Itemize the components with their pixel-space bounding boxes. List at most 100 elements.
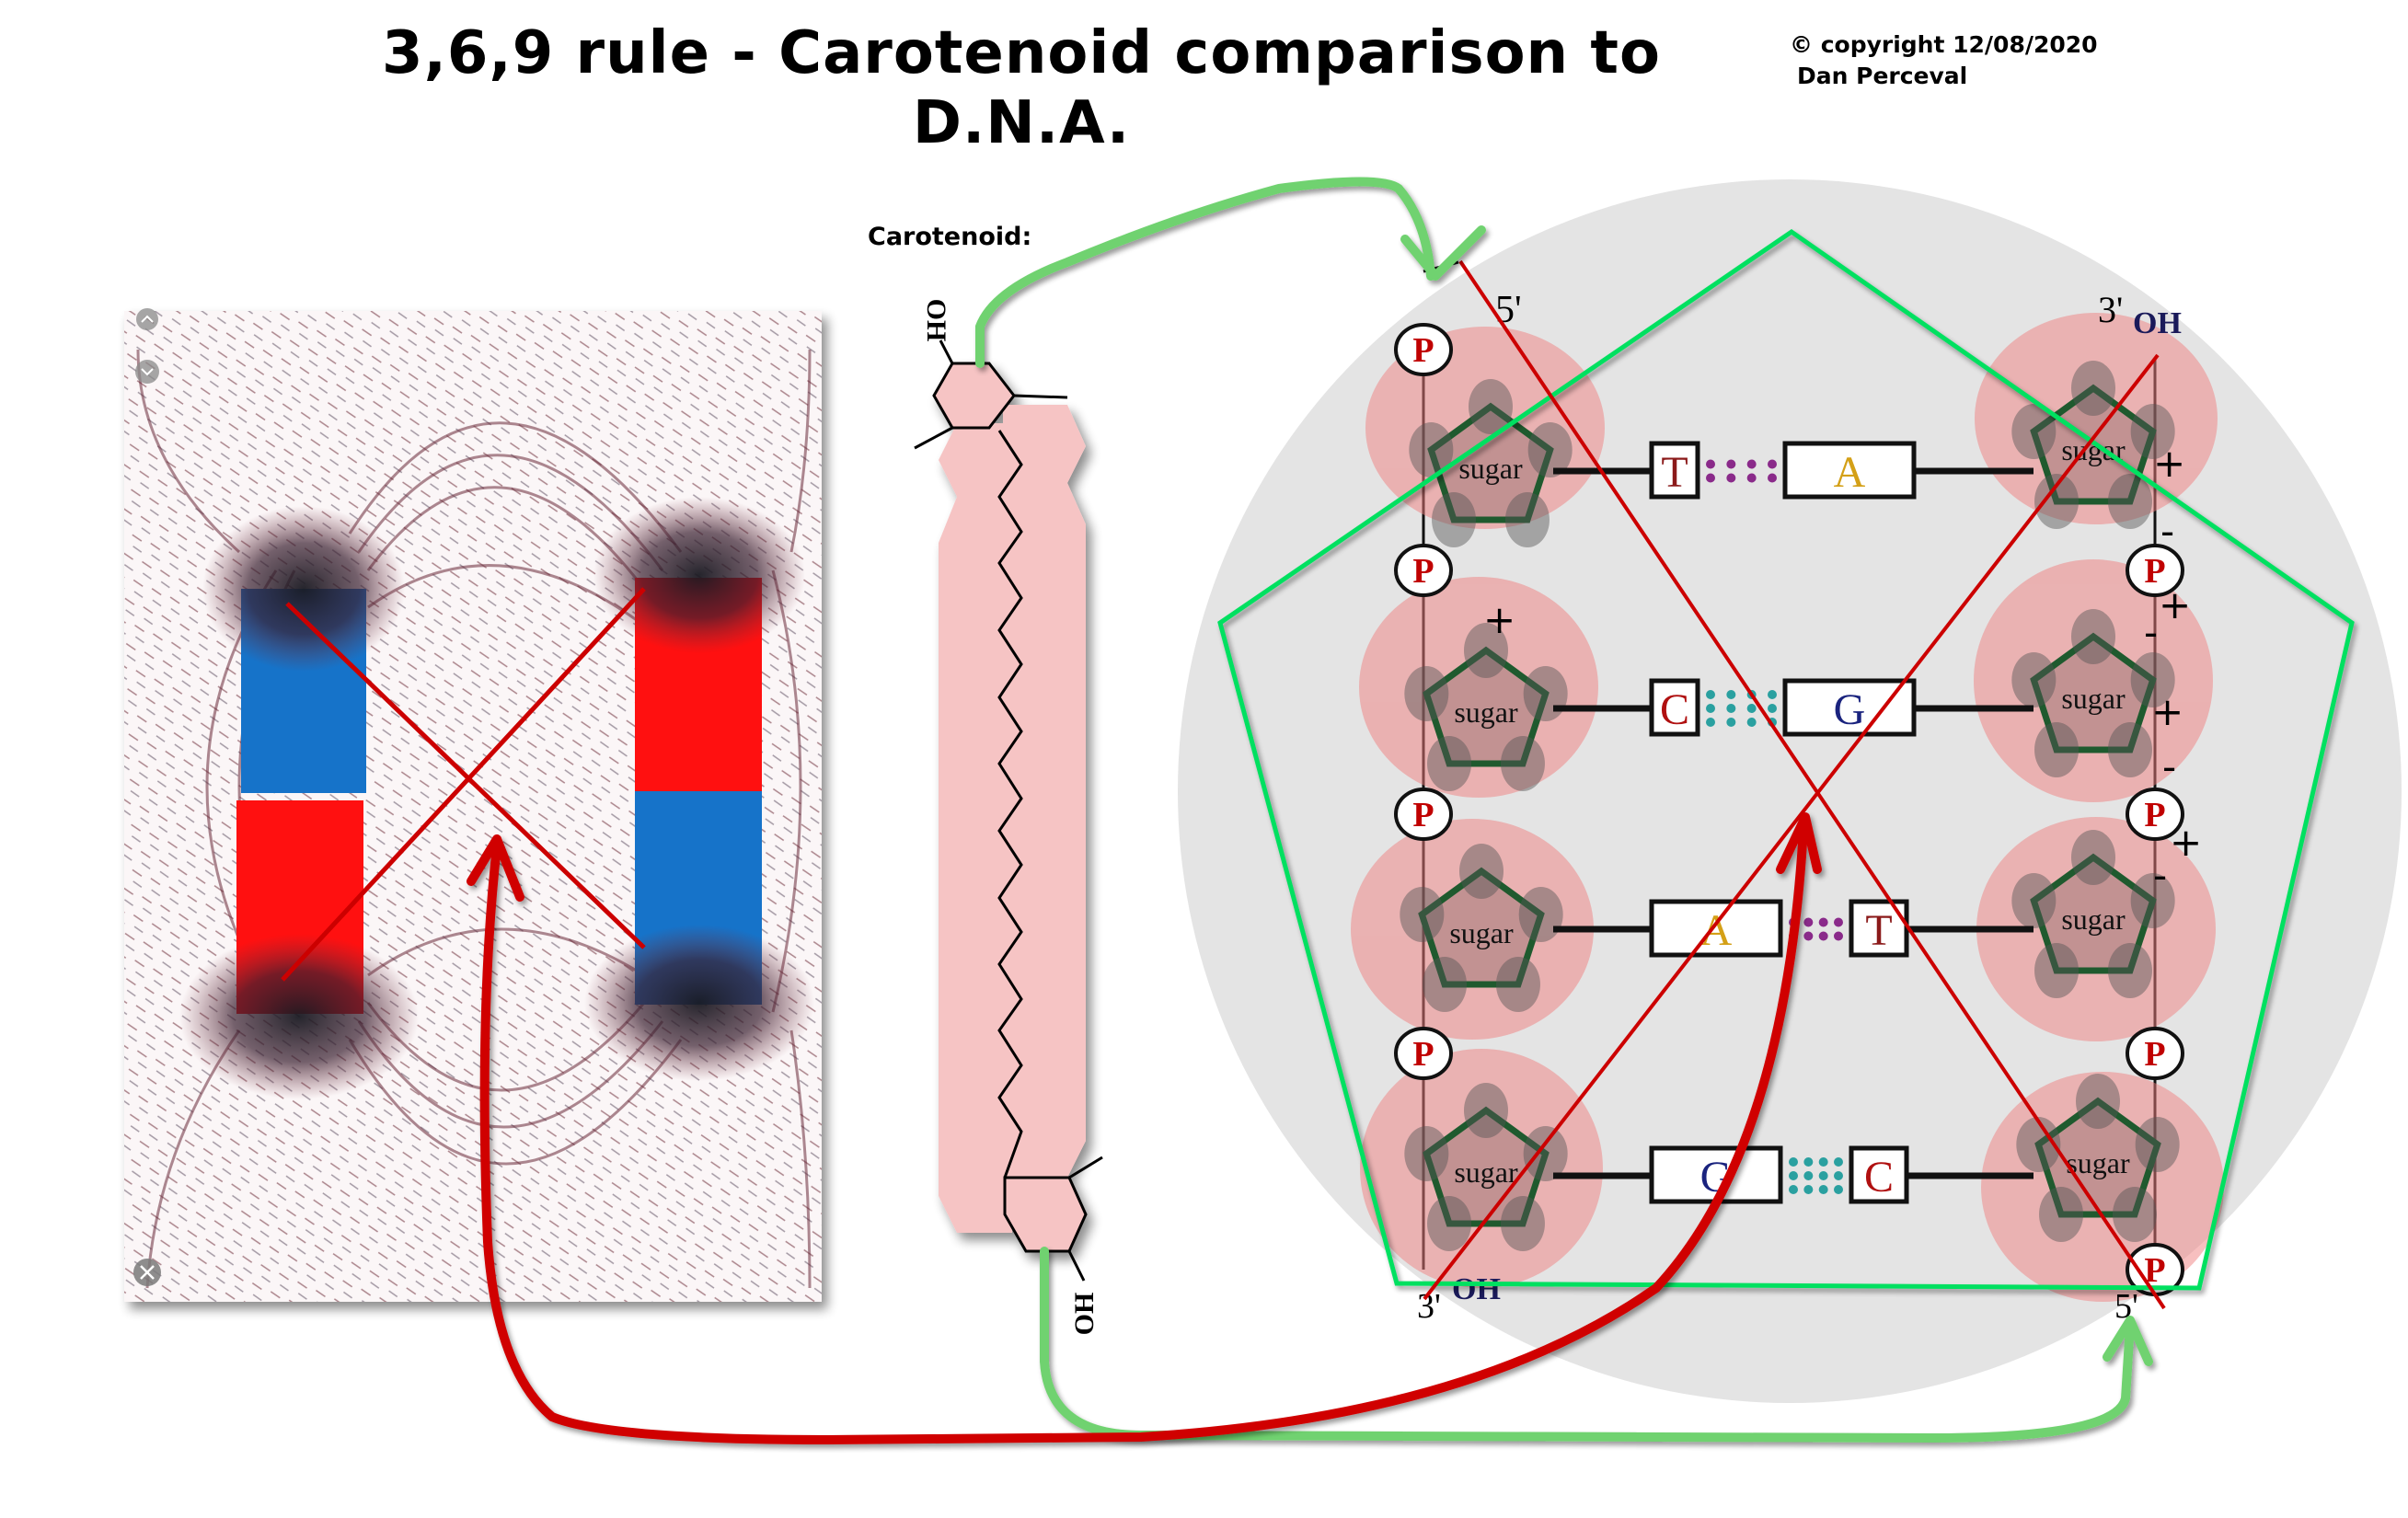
phosphate-group: P <box>2126 788 2184 841</box>
base-box-right <box>1849 1145 1909 1204</box>
charge-marker: + <box>2151 689 2183 734</box>
green-arrow-top <box>975 177 1486 368</box>
charge-marker: + <box>2159 582 2191 627</box>
sugar-ring: sugar <box>2011 609 2175 778</box>
carotenoid-right-column <box>1003 405 1086 1178</box>
phosphate-label: P <box>2144 1035 2165 1074</box>
sugar-label: sugar <box>1454 1156 1518 1189</box>
phosphate-label: P <box>1412 331 1434 370</box>
arrowhead-icon <box>1400 225 1486 281</box>
phosphate-label: P <box>2144 552 2165 591</box>
phosphate-group: P <box>1394 1027 1453 1080</box>
close-icon[interactable] <box>133 1259 161 1286</box>
base-box-left <box>1649 678 1700 737</box>
phosphate-group: P <box>1394 788 1453 841</box>
methyl-bond <box>1068 1156 1103 1179</box>
phosphate-group: P <box>2126 1243 2184 1296</box>
charge-marker: - <box>2144 610 2158 655</box>
methyl-bond <box>1013 394 1068 399</box>
base-letter-right: T <box>1865 906 1892 955</box>
phosphate-label: P <box>1412 796 1434 834</box>
pole-cluster <box>179 934 419 1099</box>
sugar-label: sugar <box>2061 682 2126 715</box>
copyright-author: Dan Perceval <box>1797 63 1968 89</box>
phosphate-label: P <box>1412 552 1434 591</box>
base-box-left <box>1649 441 1700 500</box>
base-box-right <box>1782 678 1917 737</box>
title-line-1: 3,6,9 rule - Carotenoid comparison to <box>382 19 1661 87</box>
phosphate-label: P <box>1412 1035 1434 1074</box>
pole-cluster <box>202 506 405 672</box>
arrowhead-icon <box>2103 1316 2153 1366</box>
pentagon-outline <box>1217 228 2355 1291</box>
title-line-2: D.N.A. <box>912 89 1131 157</box>
base-box-left <box>1649 899 1783 958</box>
hydrogen-bonds <box>1706 459 1777 483</box>
page-title: 3,6,9 rule - Carotenoid comparison to D.… <box>304 18 1739 158</box>
green-arrow-bottom <box>1040 1247 2153 1443</box>
sugar-ring: sugar <box>1404 623 1568 792</box>
base-letter-right: G <box>1834 685 1866 734</box>
base-letter-left: C <box>1660 685 1689 734</box>
arrowhead-icon <box>467 834 524 902</box>
charge-marker: - <box>2160 509 2174 554</box>
base-letter-right: A <box>1834 448 1866 497</box>
bottom-ring <box>1003 1176 1088 1253</box>
phosphate-label: P <box>2144 796 2165 834</box>
copyright-notice: © copyright 12/08/2020 Dan Perceval <box>1790 29 2098 92</box>
hydroxyl-bond <box>1067 1250 1086 1282</box>
sugar-ring: sugar <box>1400 844 1563 1013</box>
charge-marker: + <box>1483 597 1515 642</box>
top-ring <box>932 362 1016 430</box>
phosphate-group: P <box>2126 1027 2184 1080</box>
base-letter-left: A <box>1700 906 1733 955</box>
sugar-label: sugar <box>1449 916 1514 949</box>
phosphate-group: P <box>1394 544 1453 597</box>
dna-cross-lines <box>1423 259 2166 1310</box>
charge-marker: - <box>2153 853 2167 898</box>
carotenoid-label: Carotenoid: <box>868 223 1032 251</box>
charge-markers: + - + - + - + - + <box>1483 441 2202 898</box>
hydrogen-bonds <box>1789 1157 1843 1194</box>
sugar-ring: sugar <box>1409 379 1573 548</box>
hydroxyl-bond <box>939 339 954 364</box>
carotenoid-top-oh: OH <box>921 299 951 342</box>
charge-marker: + <box>2153 441 2185 486</box>
magnet-field-image <box>124 308 822 1302</box>
charge-marker: + <box>2170 820 2202 865</box>
copyright-date: © copyright 12/08/2020 <box>1790 31 2098 58</box>
sugar-ring: sugar <box>2011 830 2175 999</box>
carotenoid-molecule: OH OH <box>914 299 1103 1336</box>
base-letter-left: T <box>1661 448 1688 497</box>
sugar-label: sugar <box>2066 1146 2130 1179</box>
sugar-ring: sugar <box>1404 1083 1568 1252</box>
base-box-right <box>1782 441 1917 500</box>
chevron-down-icon[interactable] <box>135 360 159 384</box>
sugar-label: sugar <box>1458 452 1523 485</box>
strand-left-bottom-group: OH <box>1452 1272 1501 1306</box>
sugar-label: sugar <box>2061 903 2126 936</box>
strand-left-top-end: 5' <box>1495 289 1522 331</box>
dna-diagram: sugarsugarsugarsugarsugarsugarsugarsugar… <box>1178 179 2402 1403</box>
arrowhead-icon <box>1776 812 1822 874</box>
pole-cluster <box>593 497 805 653</box>
sugar-label: sugar <box>1454 696 1518 729</box>
carotenoid-left-column <box>939 423 1012 1233</box>
red-arrow-magnet <box>467 812 1822 1445</box>
phosphate-group: P <box>2126 544 2184 597</box>
magnet-cross-lines <box>281 587 646 982</box>
base-letter-right: C <box>1864 1153 1894 1202</box>
polyene-chain <box>997 430 1023 1179</box>
chevron-up-icon[interactable] <box>136 308 158 330</box>
carotenoid-bottom-oh: OH <box>1069 1293 1100 1336</box>
strand-right-top-end: 3' <box>2098 289 2123 330</box>
strand-right-top-group: OH <box>2133 306 2182 340</box>
sugar-ring: sugar <box>2016 1074 2180 1243</box>
pole-cluster <box>584 925 814 1081</box>
phosphate-label: P <box>2144 1251 2165 1290</box>
methyl-bond <box>914 426 953 450</box>
